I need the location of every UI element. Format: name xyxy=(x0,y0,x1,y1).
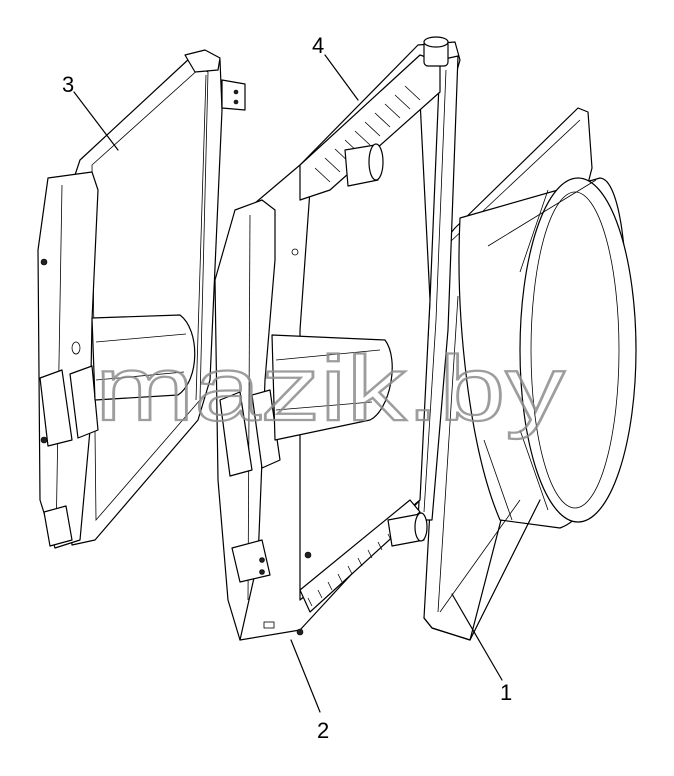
fan-shroud-part-1 xyxy=(423,107,637,641)
callout-label-3: 3 xyxy=(62,72,74,97)
radiator-part-2 xyxy=(214,36,461,641)
leader-line-3 xyxy=(73,91,119,151)
leader-line-2 xyxy=(290,639,321,713)
watermark: mazik.by xyxy=(95,338,565,440)
leader-line-1 xyxy=(451,593,503,681)
leader-lines xyxy=(73,54,503,713)
leader-line-4 xyxy=(324,54,359,101)
front-cooler-part-3 xyxy=(37,49,246,549)
callout-label-4: 4 xyxy=(312,33,324,58)
callout-label-2: 2 xyxy=(317,718,329,743)
callout-label-1: 1 xyxy=(500,680,512,705)
